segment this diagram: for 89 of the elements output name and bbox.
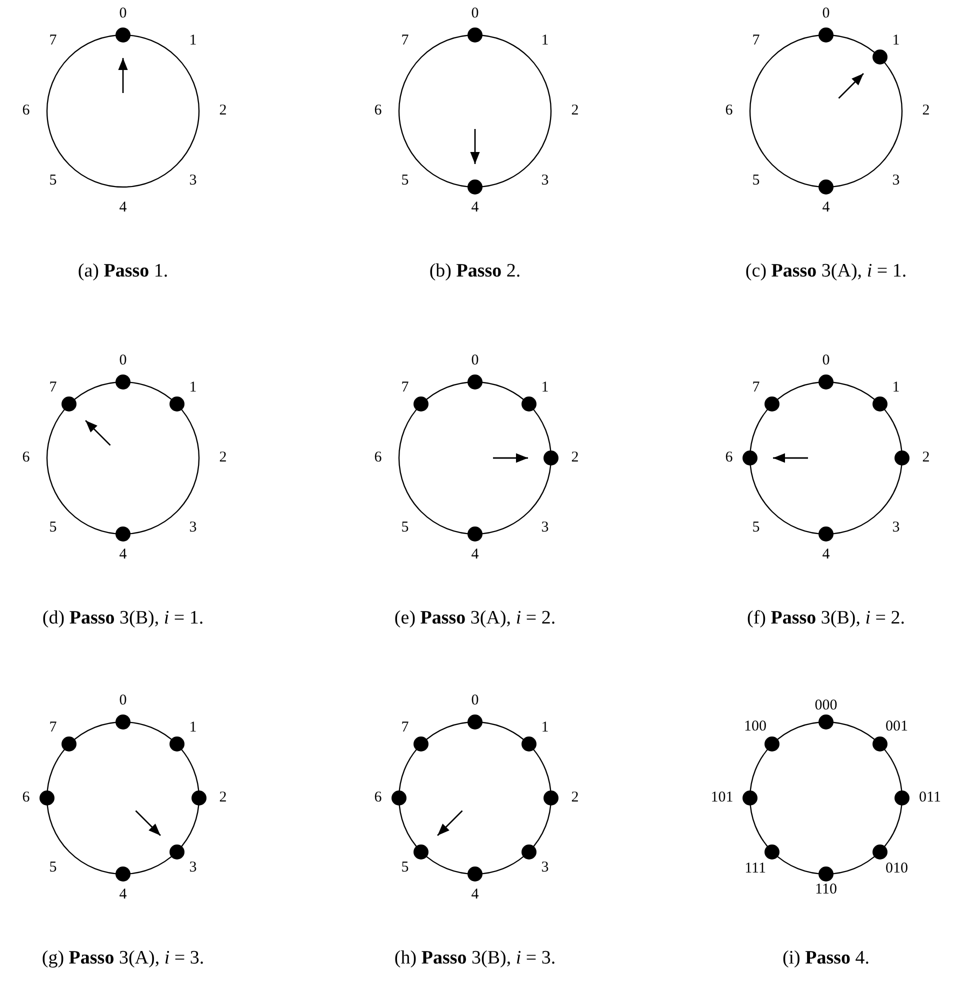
position-label: 6 [22, 450, 30, 466]
position-label: 3 [189, 520, 197, 536]
position-label: 5 [752, 520, 760, 536]
position-label: 0 [119, 354, 127, 368]
arrow [135, 810, 161, 836]
position-label: 3 [892, 520, 900, 536]
position-label: 2 [219, 104, 227, 118]
position-label: 4 [119, 200, 127, 216]
caption: (g) Passo 3(A), i = 3. [42, 948, 204, 968]
position-label: 0 [471, 694, 479, 708]
position-label: 3 [541, 860, 549, 876]
position-label: 111 [744, 861, 766, 876]
caption: (d) Passo 3(B), i = 1. [42, 608, 204, 628]
arrow [437, 810, 463, 836]
arrow [773, 453, 808, 463]
position-label: 6 [374, 104, 382, 118]
position-label: 011 [919, 790, 941, 806]
position-label: 3 [189, 174, 197, 188]
position-label: 4 [471, 200, 479, 216]
position-label: 5 [401, 174, 409, 188]
position-label: 010 [885, 861, 908, 876]
position-label: 7 [401, 380, 409, 396]
position-label: 5 [49, 520, 57, 536]
position-label: 7 [401, 33, 409, 48]
caption: (h) Passo 3(B), i = 3. [394, 948, 556, 968]
arrow [838, 73, 864, 99]
position-label: 101 [710, 790, 734, 806]
position-label: 0 [471, 354, 479, 368]
position-label: 001 [885, 720, 908, 735]
arrow [470, 129, 480, 164]
position-label: 0 [822, 354, 830, 368]
position-label: 6 [374, 790, 382, 806]
caption: (b) Passo 2. [429, 262, 521, 280]
position-label: 5 [401, 520, 409, 536]
position-label: 7 [752, 33, 760, 48]
position-label: 6 [22, 104, 30, 118]
position-label: 2 [922, 450, 930, 466]
position-label: 4 [119, 548, 127, 562]
position-label: 5 [401, 860, 409, 876]
position-label: 4 [119, 888, 127, 902]
position-label: 2 [571, 790, 579, 806]
position-label: 7 [401, 720, 409, 736]
position-label: 4 [471, 548, 479, 562]
caption: (a) Passo 1. [78, 262, 168, 280]
position-label: 1 [189, 720, 197, 736]
position-label: 0 [822, 6, 830, 22]
position-label: 7 [752, 380, 760, 396]
position-label: 6 [22, 790, 30, 806]
position-label: 7 [49, 720, 57, 736]
position-label: 7 [49, 33, 57, 48]
position-label: 0 [119, 694, 127, 708]
caption: (c) Passo 3(A), i = 1. [745, 262, 907, 280]
position-label: 5 [49, 860, 57, 876]
position-label: 110 [815, 882, 837, 898]
position-label: 3 [892, 174, 900, 188]
position-label: 1 [541, 720, 549, 736]
position-label: 1 [892, 380, 900, 396]
caption: (i) Passo 4. [782, 948, 870, 968]
position-label: 1 [541, 380, 549, 396]
position-label: 0 [471, 6, 479, 22]
position-label: 3 [541, 174, 549, 188]
caption: (e) Passo 3(A), i = 2. [394, 608, 556, 628]
position-label: 3 [189, 860, 197, 876]
position-label: 7 [49, 380, 57, 396]
position-label: 000 [814, 698, 838, 714]
position-label: 2 [571, 450, 579, 466]
position-label: 5 [752, 174, 760, 188]
arrow [118, 58, 128, 93]
position-label: 4 [822, 200, 830, 216]
caption: (f) Passo 3(B), i = 2. [747, 608, 905, 628]
position-label: 1 [892, 33, 900, 48]
position-label: 6 [725, 104, 733, 118]
position-label: 5 [49, 174, 57, 188]
position-label: 2 [571, 104, 579, 118]
position-label: 1 [189, 33, 197, 48]
position-label: 4 [822, 548, 830, 562]
position-label: 4 [471, 888, 479, 902]
position-label: 100 [744, 720, 767, 735]
position-label: 1 [189, 380, 197, 396]
position-label: 6 [725, 450, 733, 466]
position-label: 0 [119, 6, 127, 22]
position-label: 2 [219, 450, 227, 466]
arrow [85, 420, 111, 446]
position-label: 3 [541, 520, 549, 536]
position-label: 6 [374, 450, 382, 466]
position-label: 2 [922, 104, 930, 118]
arrow [493, 453, 528, 463]
position-label: 1 [541, 33, 549, 48]
position-label: 2 [219, 790, 227, 806]
